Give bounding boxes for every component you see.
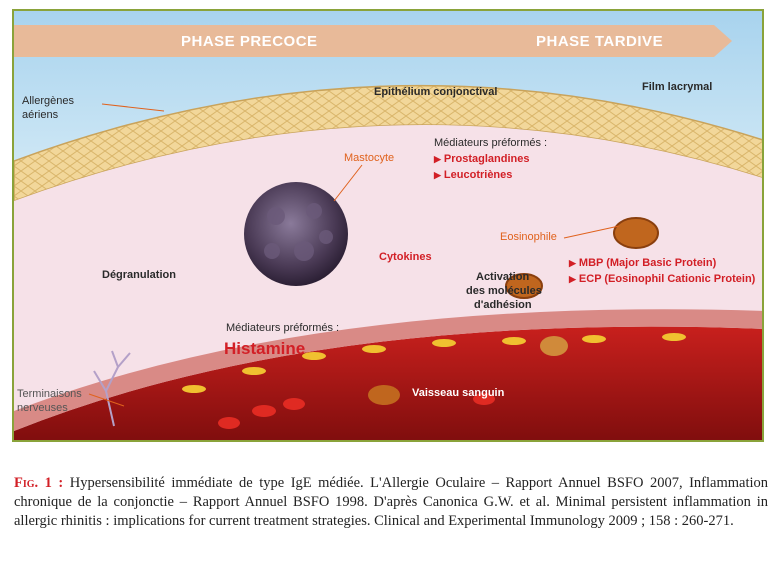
diagram-illustration — [14, 11, 762, 440]
histamine-label: Histamine — [224, 339, 306, 358]
mastocyte-label: Mastocyte — [344, 152, 395, 164]
mbp-item: ▶MBP (Major Basic Protein) — [569, 257, 716, 270]
nerve-endings-label-line2: nerveuses — [17, 402, 68, 414]
activation-label-line3: d'adhésion — [474, 299, 532, 311]
epithelium-label: Epithélium conjonctival — [374, 86, 498, 98]
figure-caption: Fig. 1 : Hypersensibilité immédiate de t… — [14, 474, 768, 531]
blood-vessel — [14, 326, 762, 440]
activation-label-line2: des molécules — [466, 285, 542, 297]
degranulation-label: Dégranulation — [102, 269, 176, 281]
triangle-bullet-icon: ▶ — [434, 170, 441, 180]
nerve-ending — [93, 350, 131, 427]
leukotrienes-item: ▶Leucotriènes — [434, 169, 512, 182]
mbp-text: MBP (Major Basic Protein) — [578, 257, 717, 269]
phase-arrow — [14, 25, 732, 57]
eosinophil-label: Eosinophile — [500, 231, 557, 243]
mediators-top-label: Médiateurs préformés : — [434, 137, 548, 149]
triangle-bullet-icon: ▶ — [569, 258, 576, 268]
triangle-bullet-icon: ▶ — [569, 274, 576, 284]
prostaglandins-text: Prostaglandines — [443, 153, 530, 165]
caption-text: Hypersensibilité immédiate de type IgE m… — [14, 475, 769, 529]
prostaglandins-item: ▶Prostaglandines — [434, 153, 530, 166]
cytokines-label: Cytokines — [379, 251, 432, 263]
phase-early-label: PHASE PRECOCE — [181, 33, 318, 50]
figure-number: Fig. 1 : — [14, 475, 64, 491]
allergy-diagram: PHASE PRECOCE PHASE TARDIVE Allergènes a… — [12, 9, 764, 442]
nerve-endings-label-line1: Terminaisons — [17, 388, 82, 400]
blood-vessel-label: Vaisseau sanguin — [412, 387, 505, 399]
ecp-text: ECP (Eosinophil Cationic Protein) — [578, 273, 756, 285]
mastocyte-cell — [244, 182, 348, 286]
triangle-bullet-icon: ▶ — [434, 154, 441, 164]
tear-film-label: Film lacrymal — [642, 81, 713, 93]
phase-late-label: PHASE TARDIVE — [536, 33, 664, 50]
leukotrienes-text: Leucotriènes — [443, 169, 513, 181]
allergens-label-line2: aériens — [22, 109, 59, 121]
activation-label-line1: Activation — [476, 271, 530, 283]
mediators-bottom-label: Médiateurs préformés : — [226, 322, 340, 334]
allergens-label-line1: Allergènes — [22, 95, 74, 107]
eosinophil-cell — [613, 217, 659, 249]
ecp-item: ▶ECP (Eosinophil Cationic Protein) — [569, 273, 755, 286]
